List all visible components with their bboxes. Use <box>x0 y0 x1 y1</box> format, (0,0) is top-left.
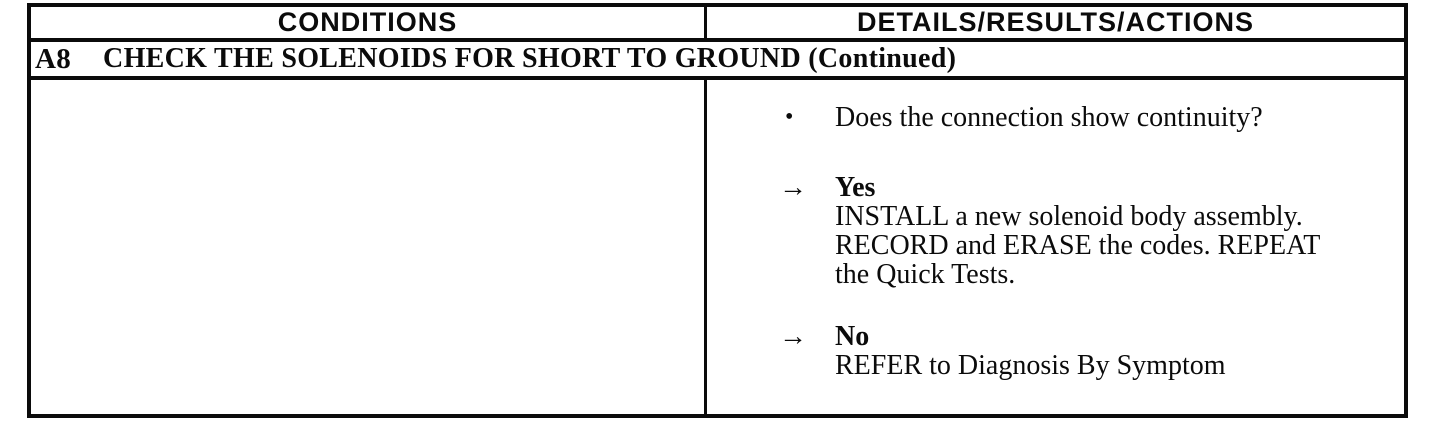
details-header-label: DETAILS/RESULTS/ACTIONS <box>856 7 1254 37</box>
arrow-right-icon: → <box>779 172 807 203</box>
details-results-actions-cell: • Does the connection show continuity? →… <box>707 80 1404 414</box>
question-text: Does the connection show continuity? <box>835 102 1263 133</box>
result-no-content: No REFER to Diagnosis By Symptom <box>835 322 1404 380</box>
table-header-row: CONDITIONS DETAILS/RESULTS/ACTIONS <box>31 7 1404 42</box>
conditions-cell-empty <box>31 80 707 414</box>
test-step-title-row: A8 CHECK THE SOLENOIDS FOR SHORT TO GROU… <box>31 42 1404 80</box>
result-yes-action-line: INSTALL a new solenoid body assembly. <box>835 201 1303 232</box>
details-results-actions-column-header: DETAILS/RESULTS/ACTIONS <box>707 7 1404 38</box>
question-item: • Does the connection show continuity? <box>707 103 1404 132</box>
conditions-header-label: CONDITIONS <box>277 7 458 37</box>
conditions-column-header: CONDITIONS <box>31 7 707 38</box>
pinpoint-test-table: CONDITIONS DETAILS/RESULTS/ACTIONS A8 CH… <box>27 3 1408 418</box>
arrow-right-icon: → <box>779 321 807 352</box>
result-no-label: No <box>835 321 870 352</box>
test-step-title: CHECK THE SOLENOIDS FOR SHORT TO GROUND … <box>103 43 957 74</box>
result-item-no: → No REFER to Diagnosis By Symptom <box>707 322 1404 380</box>
result-yes-content: Yes INSTALL a new solenoid body assembly… <box>835 173 1404 289</box>
bullet-icon: • <box>785 104 794 130</box>
test-step-id: A8 <box>35 42 72 75</box>
result-yes-label: Yes <box>835 172 876 203</box>
result-item-yes: → Yes INSTALL a new solenoid body assemb… <box>707 173 1404 289</box>
result-yes-action-line: the Quick Tests. <box>835 259 1016 290</box>
table-body-row: • Does the connection show continuity? →… <box>31 80 1404 414</box>
result-no-action-line: REFER to Diagnosis By Symptom <box>835 350 1226 381</box>
result-yes-action-line: RECORD and ERASE the codes. REPEAT <box>835 230 1321 261</box>
